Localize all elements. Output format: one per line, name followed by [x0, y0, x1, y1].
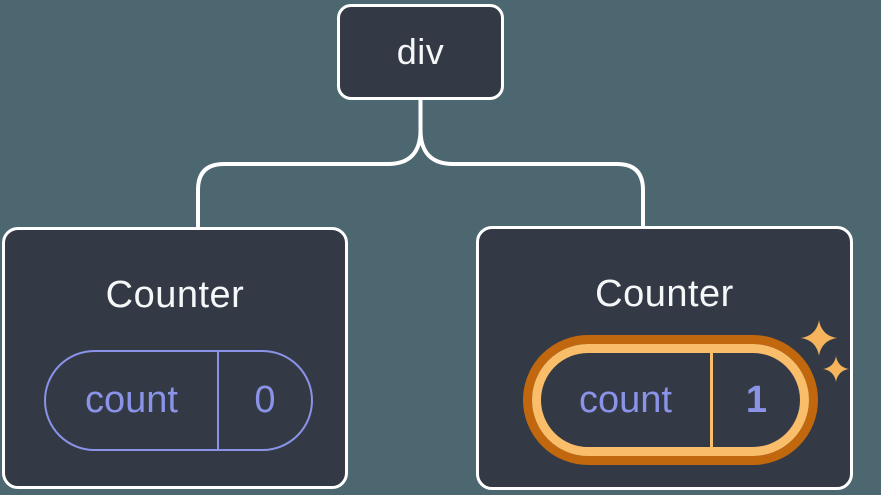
- counter-title: Counter: [105, 274, 245, 316]
- root-node-div: div: [337, 4, 504, 100]
- state-pill-inner-ring: count 1: [532, 344, 809, 456]
- state-key-label: count: [541, 353, 713, 447]
- state-pill-highlighted: count 1: [523, 335, 818, 465]
- sparkle-small-icon: [823, 356, 849, 382]
- root-node-label: div: [396, 31, 445, 72]
- state-key-label: count: [46, 352, 219, 449]
- connector-left-branch: [196, 98, 423, 228]
- counter-node-left: Counter count 0: [2, 227, 348, 489]
- counter-node-right: Counter count 1: [476, 226, 853, 490]
- state-pill: count 0: [44, 350, 313, 451]
- connector-right-branch: [418, 98, 645, 227]
- state-value: 1: [745, 378, 768, 421]
- counter-title: Counter: [595, 273, 734, 315]
- sparkle-large-icon: [801, 320, 837, 356]
- state-value: 0: [254, 379, 276, 421]
